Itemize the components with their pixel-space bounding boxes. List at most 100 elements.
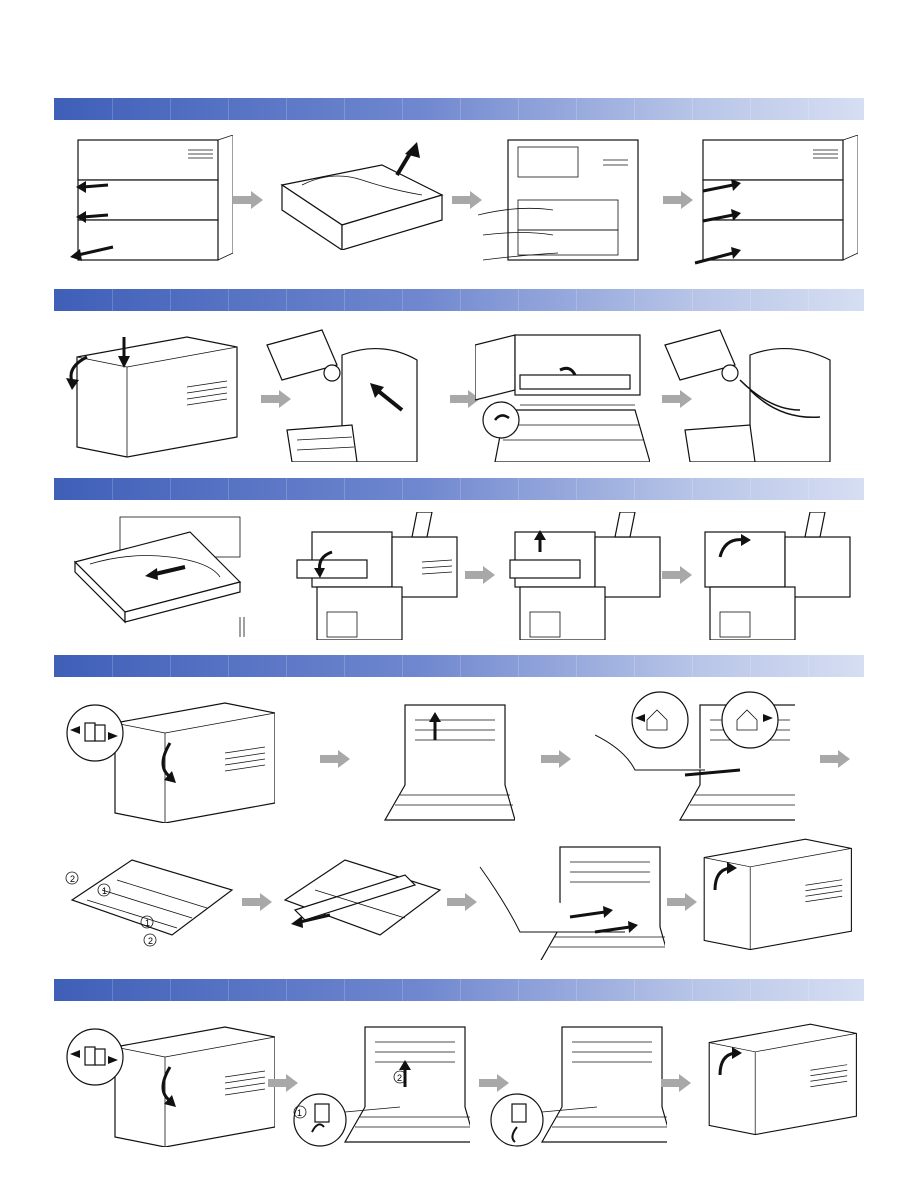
step-2-2-illustration	[262, 325, 422, 462]
band-tick	[808, 98, 809, 120]
step-2-4-illustration	[660, 325, 845, 462]
band-tick	[112, 289, 113, 311]
flow-arrow-icon	[320, 750, 350, 768]
step-1-2-illustration	[272, 140, 447, 250]
band-tick	[808, 655, 809, 677]
band-tick	[692, 655, 693, 677]
flow-arrow-icon	[465, 566, 495, 584]
band-tick	[402, 979, 403, 1001]
step-3-3-illustration	[505, 512, 670, 640]
band-tick	[518, 655, 519, 677]
step-5-1-illustration	[60, 1012, 275, 1147]
step-1-1-illustration	[68, 135, 233, 273]
band-tick	[344, 478, 345, 500]
band-tick	[460, 655, 461, 677]
band-tick	[634, 289, 635, 311]
band-tick	[518, 98, 519, 120]
band-tick	[460, 979, 461, 1001]
band-tick	[402, 655, 403, 677]
callout-number-2c: 2	[397, 1073, 402, 1083]
section-header-band-2	[54, 289, 864, 311]
band-tick	[518, 289, 519, 311]
band-tick	[344, 655, 345, 677]
band-tick	[576, 655, 577, 677]
flow-arrow-icon	[447, 893, 477, 911]
callout-number-1b: 1	[145, 918, 150, 928]
band-tick	[634, 478, 635, 500]
band-tick	[750, 478, 751, 500]
band-tick	[634, 979, 635, 1001]
band-tick	[576, 979, 577, 1001]
band-tick	[228, 655, 229, 677]
band-tick	[112, 478, 113, 500]
band-tick	[344, 289, 345, 311]
section-header-band-4	[54, 655, 864, 677]
step-4-5-illustration	[275, 850, 445, 950]
step-5-2-illustration: 2 1	[290, 1012, 470, 1147]
band-tick	[170, 478, 171, 500]
band-tick	[228, 98, 229, 120]
band-tick	[692, 478, 693, 500]
band-tick	[576, 478, 577, 500]
band-tick	[634, 655, 635, 677]
band-tick	[228, 478, 229, 500]
band-tick	[576, 98, 577, 120]
callout-number-1: 1	[102, 886, 107, 896]
band-tick	[286, 655, 287, 677]
callout-number-1c: 1	[297, 1108, 302, 1118]
flow-arrow-icon	[541, 750, 571, 768]
flow-arrow-icon	[233, 191, 263, 209]
step-4-3-illustration	[595, 690, 795, 822]
step-4-2-illustration	[355, 690, 515, 822]
band-tick	[460, 98, 461, 120]
band-tick	[344, 98, 345, 120]
flow-arrow-icon	[820, 750, 850, 768]
step-1-4-illustration	[693, 135, 858, 273]
band-tick	[170, 98, 171, 120]
band-tick	[170, 655, 171, 677]
step-4-7-illustration	[695, 830, 855, 960]
band-tick	[460, 478, 461, 500]
band-tick	[692, 979, 693, 1001]
flow-arrow-icon	[667, 893, 697, 911]
flow-arrow-icon	[661, 1074, 691, 1092]
step-4-1-illustration	[60, 688, 275, 823]
band-tick	[518, 478, 519, 500]
band-tick	[634, 98, 635, 120]
band-tick	[576, 289, 577, 311]
band-tick	[170, 979, 171, 1001]
band-tick	[402, 478, 403, 500]
step-4-4-illustration: 1 2 1 2	[62, 850, 242, 950]
section-header-band-3	[54, 478, 864, 500]
callout-number-2b: 2	[148, 936, 153, 946]
band-tick	[518, 979, 519, 1001]
step-2-1-illustration	[62, 322, 247, 462]
step-3-2-illustration	[292, 512, 467, 640]
band-tick	[344, 979, 345, 1001]
band-tick	[750, 979, 751, 1001]
band-tick	[750, 289, 751, 311]
flow-arrow-icon	[242, 893, 272, 911]
section-header-band-5	[54, 979, 864, 1001]
band-tick	[286, 98, 287, 120]
band-tick	[692, 289, 693, 311]
band-tick	[750, 655, 751, 677]
callout-number-2: 2	[70, 874, 75, 884]
band-tick	[228, 289, 229, 311]
band-tick	[286, 289, 287, 311]
flow-arrow-icon	[663, 191, 693, 209]
step-3-4-illustration	[695, 512, 860, 640]
band-tick	[286, 478, 287, 500]
band-tick	[228, 979, 229, 1001]
band-tick	[286, 979, 287, 1001]
band-tick	[808, 478, 809, 500]
section-header-band-1	[54, 98, 864, 120]
magnifier-callout-icon	[483, 402, 519, 438]
step-1-3-illustration	[478, 135, 648, 270]
step-2-3-illustration	[475, 330, 650, 462]
step-5-3-illustration	[487, 1012, 667, 1147]
band-tick	[112, 655, 113, 677]
band-tick	[112, 979, 113, 1001]
band-tick	[112, 98, 113, 120]
step-3-1-illustration	[70, 512, 250, 640]
